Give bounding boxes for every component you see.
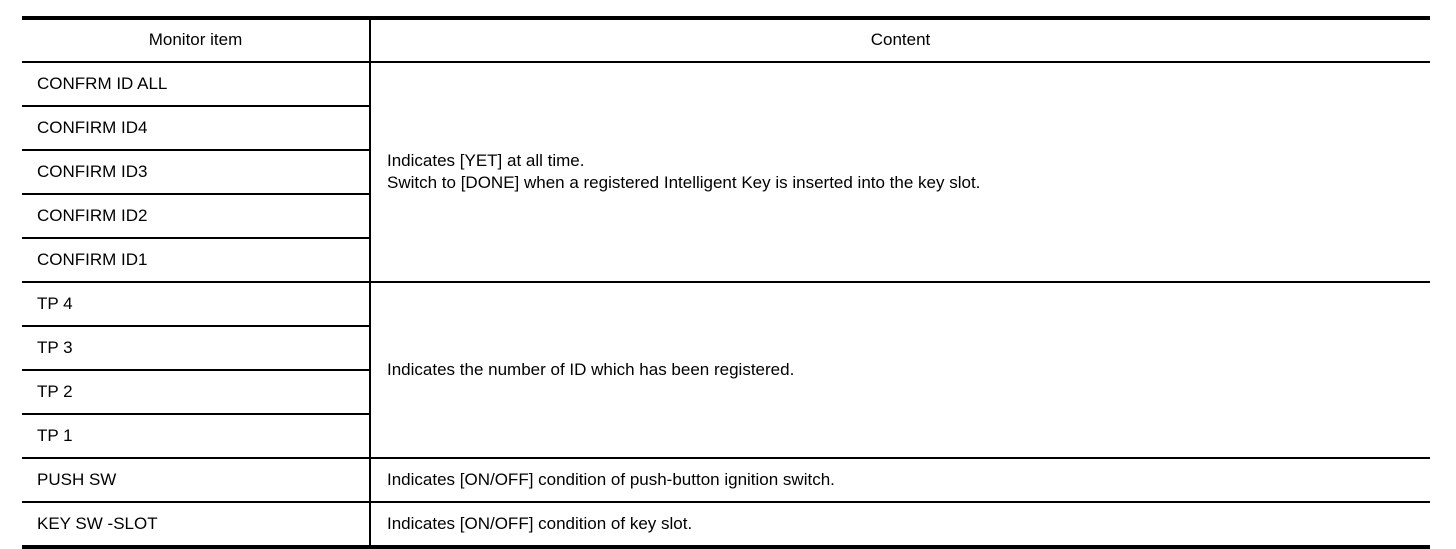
monitor-item-cell: CONFIRM ID2 [22, 194, 371, 239]
table-row: TP 1 [22, 414, 1430, 459]
table-row: CONFIRM ID4 [22, 106, 1430, 151]
content-cell-key-sw-slot: Indicates [ON/OFF] condition of key slot… [370, 502, 1430, 549]
table-header: Monitor item Content [22, 16, 1430, 63]
monitor-item-cell: CONFIRM ID3 [22, 150, 371, 195]
monitor-item-cell: CONFIRM ID1 [22, 238, 371, 283]
content-cell-push-sw: Indicates [ON/OFF] condition of push-but… [370, 458, 1430, 503]
content-cell-group-confirm-id: Indicates [YET] at all time. Switch to [… [370, 62, 1430, 283]
monitor-item-cell: TP 1 [22, 414, 371, 459]
content-line: Indicates [ON/OFF] condition of push-but… [387, 469, 835, 489]
table-row: CONFIRM ID1 [22, 238, 1430, 283]
table-row: TP 3 [22, 326, 1430, 371]
table-row: KEY SW -SLOT Indicates [ON/OFF] conditio… [22, 502, 1430, 549]
monitor-item-cell: PUSH SW [22, 458, 371, 503]
monitor-item-cell: TP 2 [22, 370, 371, 415]
content-line: Indicates [YET] at all time. [387, 150, 585, 170]
table-header-row: Monitor item Content [22, 16, 1430, 63]
monitor-item-cell: KEY SW -SLOT [22, 502, 371, 549]
table-row: PUSH SW Indicates [ON/OFF] condition of … [22, 458, 1430, 503]
content-line: Indicates the number of ID which has bee… [387, 359, 795, 379]
table-row: TP 4 Indicates the number of ID which ha… [22, 282, 1430, 459]
table-row: TP 2 [22, 370, 1430, 415]
column-header-monitor-item: Monitor item [22, 16, 371, 63]
monitor-item-cell: CONFRM ID ALL [22, 62, 371, 107]
table-row: CONFRM ID ALL Indicates [YET] at all tim… [22, 62, 1430, 283]
content-line: Switch to [DONE] when a registered Intel… [387, 173, 981, 192]
monitor-item-cell: TP 4 [22, 282, 371, 327]
column-header-content: Content [370, 16, 1430, 63]
monitor-item-spec-table: Monitor item Content CONFRM ID ALL Indic… [22, 16, 1430, 549]
table-body: CONFRM ID ALL Indicates [YET] at all tim… [22, 62, 1430, 549]
content-line: Indicates [ON/OFF] condition of key slot… [387, 513, 693, 533]
table-row: CONFIRM ID2 [22, 194, 1430, 239]
content-cell-group-tp: Indicates the number of ID which has bee… [370, 282, 1430, 459]
monitor-item-cell: TP 3 [22, 326, 371, 371]
table-row: CONFIRM ID3 [22, 150, 1430, 195]
monitor-item-cell: CONFIRM ID4 [22, 106, 371, 151]
